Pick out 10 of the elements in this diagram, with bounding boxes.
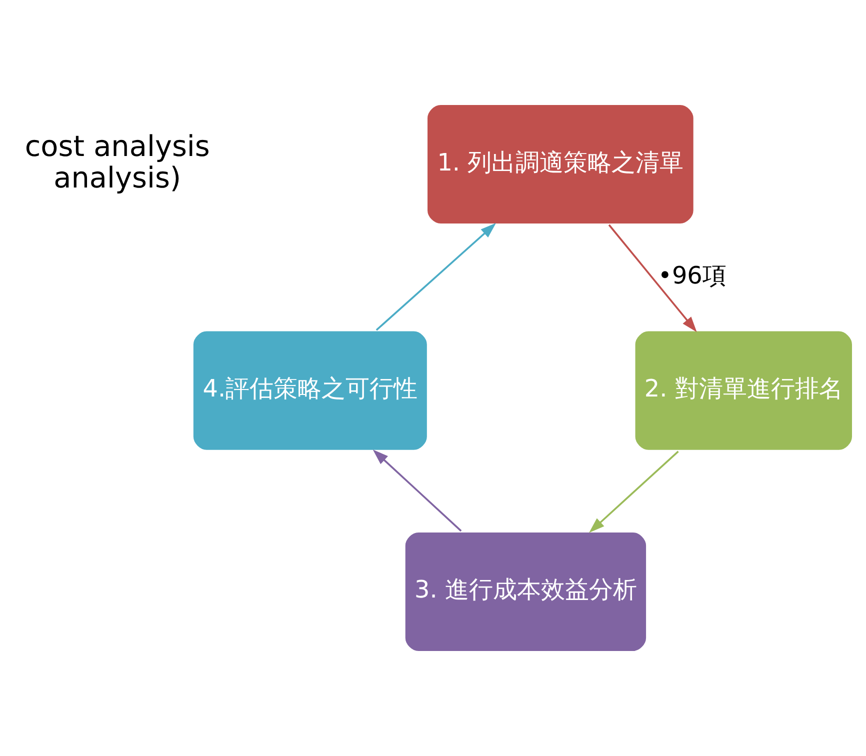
arrow	[608, 224, 696, 332]
node-box: 1. 列出調適策略之清單	[424, 102, 696, 226]
label: cost analysis	[24, 129, 210, 164]
arrow	[372, 450, 462, 532]
node-box: 3. 進行成本效益分析	[402, 530, 648, 654]
arrow	[375, 223, 496, 331]
node-box: 4.評估策略之可行性	[190, 328, 429, 452]
node-box: 2. 對清單進行排名	[632, 328, 854, 452]
arrow	[588, 450, 678, 533]
edge-label: •96項	[657, 261, 726, 290]
